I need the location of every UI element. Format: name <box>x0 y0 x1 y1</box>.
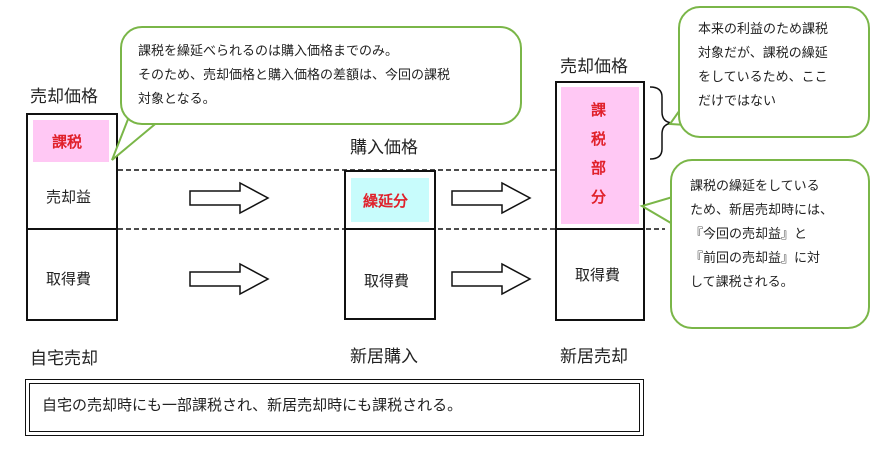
right-bottom-label: 新居売却 <box>560 347 628 367</box>
middle-deferred-label: 繰延分 <box>363 192 409 210</box>
left-tax-label: 課税 <box>52 133 83 151</box>
callout-mid-right-line-3: 『今回の売却益』と <box>690 227 808 242</box>
callout-mid-right: 課税の繰延をしている ため、新居売却時には、 『今回の売却益』と 『前回の売却益… <box>670 159 870 329</box>
callout-top-left-line-1: 課税を繰延べられるのは購入価格までのみ。 <box>138 44 399 59</box>
arrow-left-lower <box>189 262 270 296</box>
middle-bottom-label: 新居購入 <box>350 347 418 367</box>
middle-cost-label: 取得費 <box>364 272 410 290</box>
callout-top-left-line-3: 対象となる。 <box>138 92 216 107</box>
arrow-left-upper <box>189 181 270 215</box>
middle-top-label: 購入価格 <box>350 138 418 158</box>
callout-top-right-line-4: だけではない <box>698 94 777 109</box>
right-cost-label: 取得費 <box>575 266 621 284</box>
right-taxed-char-3: 部 <box>591 159 607 177</box>
right-taxed-block <box>561 87 639 224</box>
callout-top-left: 課税を繰延べられるのは購入価格までのみ。 そのため、売却価格と購入価格の差額は、… <box>120 26 522 125</box>
left-tax-block <box>33 120 109 162</box>
arrow-right-upper <box>451 181 532 215</box>
callout-mid-right-line-5: して課税される。 <box>690 275 794 290</box>
right-taxed-char-4: 分 <box>591 188 607 206</box>
callout-top-right-line-1: 本来の利益のため課税 <box>698 22 829 37</box>
left-gain-label: 売却益 <box>46 188 92 206</box>
left-divider <box>26 228 118 230</box>
left-bottom-label: 自宅売却 <box>30 349 98 369</box>
callout-mid-right-line-1: 課税の繰延をしている <box>690 179 820 194</box>
callout-top-right: 本来の利益のため課税 対象だが、課税の繰延 をしているため、ここ だけではない <box>678 6 870 138</box>
left-cost-label: 取得費 <box>46 270 92 288</box>
middle-deferred-block <box>351 178 429 222</box>
callout-top-left-line-2: そのため、売却価格と購入価格の差額は、今回の課税 <box>138 68 451 83</box>
summary-box-outer: 自宅の売却時にも一部課税され、新居売却時にも課税される。 <box>25 379 644 436</box>
right-taxed-char-1: 課 <box>591 101 607 119</box>
summary-box-inner <box>29 383 640 432</box>
callout-top-right-line-2: 対象だが、課税の繰延 <box>698 46 828 61</box>
left-top-label: 売却価格 <box>30 87 98 107</box>
arrow-right-lower <box>451 262 532 296</box>
callout-mid-right-line-2: ため、新居売却時には、 <box>690 203 834 218</box>
callout-mid-right-line-4: 『前回の売却益』に対 <box>690 251 821 266</box>
right-top-label: 売却価格 <box>560 57 628 77</box>
summary-text: 自宅の売却時にも一部課税され、新居売却時にも課税される。 <box>42 396 463 414</box>
right-brace <box>649 86 673 160</box>
callout-top-right-line-3: をしているため、ここ <box>698 70 828 85</box>
right-taxed-char-2: 税 <box>591 130 607 148</box>
